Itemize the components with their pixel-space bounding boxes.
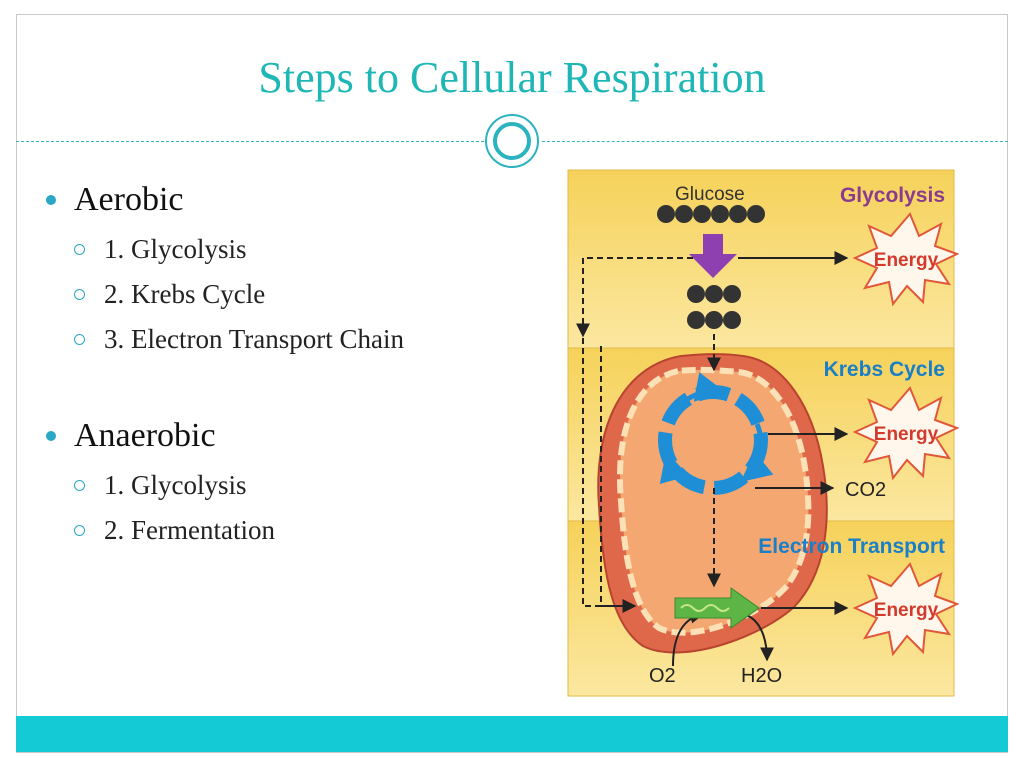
energy-label: Energy xyxy=(874,424,939,445)
sub-bullet-text: 2. Fermentation xyxy=(104,515,275,545)
sub-bullet-circle-icon xyxy=(74,334,85,345)
glycolysis-arrow-icon xyxy=(689,234,737,278)
flow-arrows xyxy=(576,257,721,613)
pyruvate-molecule-icon xyxy=(687,285,741,329)
divider-ring-inner-icon xyxy=(493,122,531,160)
sub-bullet-circle-icon xyxy=(74,289,85,300)
glucose-molecule-icon xyxy=(657,205,765,223)
sub-bullet-circle-icon xyxy=(74,525,85,536)
bullet-dot-icon xyxy=(46,431,56,441)
sub-bullet-text: 3. Electron Transport Chain xyxy=(104,324,404,354)
sub-bullet-text: 1. Glycolysis xyxy=(104,234,247,264)
energy-starburst-icon xyxy=(852,212,959,307)
stage-label-glycolysis: Glycolysis xyxy=(840,184,945,207)
energy-label: Energy xyxy=(874,600,939,621)
co2-label: CO2 xyxy=(845,479,886,501)
o2-label: O2 xyxy=(649,665,676,687)
sub-bullet-circle-icon xyxy=(74,480,85,491)
cellular-respiration-diagram: Glucose Glycolysis Krebs Cycle Electron … xyxy=(567,169,959,697)
stage-label-electron-transport: Electron Transport xyxy=(758,535,945,558)
bullet-heading: Aerobic xyxy=(74,181,184,218)
sub-bullet-text: 1. Glycolysis xyxy=(104,470,247,500)
footer-bar xyxy=(16,716,1008,752)
glucose-label: Glucose xyxy=(675,184,745,205)
stage-label-krebs: Krebs Cycle xyxy=(824,358,945,381)
krebs-cycle-icon xyxy=(658,372,774,495)
energy-label: Energy xyxy=(874,250,939,271)
electron-wave-icon xyxy=(680,604,730,612)
title-divider-left xyxy=(16,141,484,142)
sub-bullet-text: 2. Krebs Cycle xyxy=(104,279,266,309)
sub-bullet-circle-icon xyxy=(74,244,85,255)
title-divider-right xyxy=(542,141,1008,142)
bullet-heading: Anaerobic xyxy=(74,417,216,454)
energy-starburst-icon xyxy=(852,386,959,481)
h2o-label: H2O xyxy=(741,665,782,687)
bullet-dot-icon xyxy=(46,195,56,205)
energy-starburst-icon xyxy=(852,562,959,657)
slide-title: Steps to Cellular Respiration xyxy=(258,53,766,102)
